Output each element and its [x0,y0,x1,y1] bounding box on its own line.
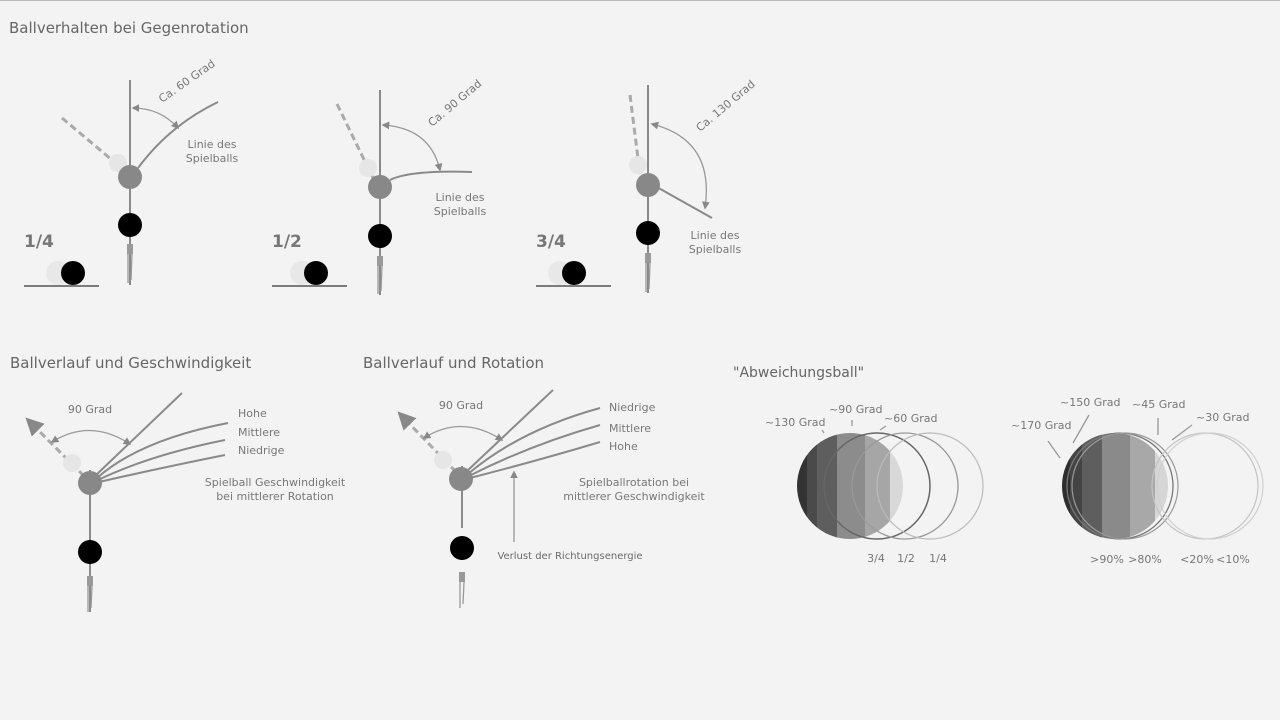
ghost-ball [118,165,142,189]
deviation-left: ~130 Grad ~90 Grad ~60 Grad 3/4 1/2 1/4 [765,403,984,565]
section-title-geschwindigkeit: Ballverlauf und Geschwindigkeit [10,354,251,372]
deviation-left-angles-0-label: ~130 Grad [765,416,825,429]
panels-2-angle-label: Ca. 130 Grad [694,78,758,135]
rotation-labels-0-label: Niedrige [609,401,656,414]
section-title-rotation: Ballverlauf und Rotation [363,354,544,372]
panels-2-fraction-label: 3/4 [536,232,566,252]
panel-half: Ca. 90 Grad Linie des Spielballs 1/2 [272,77,486,295]
rotation-labels-1-label: Mittlere [609,422,651,435]
panels-1-line2-label: Spielballs [434,205,487,218]
panels-0-line2-label: Spielballs [186,152,239,165]
panel-quarter: Ca. 60 Grad Linie des Spielballs 1/4 [24,57,239,287]
cue-ball [118,213,142,237]
rotation-note2-label: mittlerer Geschwindigkeit [563,490,705,503]
deviation-left-fractions-2-label: 1/4 [929,552,947,565]
rotation-labels-2-label: Hohe [609,440,638,453]
deviation-left-fractions-0-label: 3/4 [867,552,885,565]
deviation-right-angles-0-label: ~170 Grad [1011,419,1071,432]
cue-ball-line [137,101,219,169]
fraction-label: 1/4 [24,232,54,252]
speed-note2-label: bei mittlerer Rotation [216,490,334,503]
panels-1-line1-label: Linie des [436,191,485,204]
deviation-right: ~170 Grad ~150 Grad ~45 Grad ~30 Grad >9… [1011,396,1264,566]
panels-2-line1-label: Linie des [691,229,740,242]
angle-arc [131,104,180,130]
deviation-left-fractions-1-label: 1/2 [897,552,915,565]
panels-1-fraction-label: 1/2 [272,232,302,252]
deviation-right-percents-2-label: <20% [1180,553,1214,566]
deviation-right-angles-3-label: ~30 Grad [1196,411,1249,424]
panels-0-line1-label: Linie des [188,138,237,151]
panel-three-quarter: Ca. 130 Grad Linie des Spielballs 3/4 [536,78,758,293]
deviation-right-angles-1-label: ~150 Grad [1060,396,1120,409]
speed-labels-1-label: Mittlere [238,426,280,439]
deviation-right-percents-0-label: >90% [1090,553,1124,566]
rotation-diagram: 90 Grad Niedrige Mittlere Hohe Spielball… [397,389,705,608]
speed-note1-label: Spielball Geschwindigkeit [205,476,346,489]
rotation-loss-label: Verlust der Richtungsenergie [497,551,642,562]
deviation-left-angles-1-label: ~90 Grad [829,403,882,416]
rotation-angle-label: 90 Grad [439,399,483,412]
speed-labels-0-label: Hohe [238,407,267,420]
panels-2-line2-label: Spielballs [689,243,742,256]
section-title-gegenrotation: Ballverhalten bei Gegenrotation [9,19,249,37]
speed-angle-label: 90 Grad [68,403,112,416]
speed-labels-2-label: Niedrige [238,444,285,457]
deviation-right-percents-1-label: >80% [1128,553,1162,566]
panels-1-angle-label: Ca. 90 Grad [426,77,485,129]
speed-diagram: 90 Grad Hohe Mittlere Niedrige Spielball… [25,392,346,612]
angle-label: Ca. 60 Grad [156,57,217,105]
deviation-right-angles-2-label: ~45 Grad [1132,398,1185,411]
deviation-left-angles-2-label: ~60 Grad [884,412,937,425]
rotation-note1-label: Spielballrotation bei [579,476,689,489]
deviation-right-percents-3-label: <10% [1216,553,1250,566]
section-title-abweichungsball: "Abweichungsball" [733,365,864,381]
